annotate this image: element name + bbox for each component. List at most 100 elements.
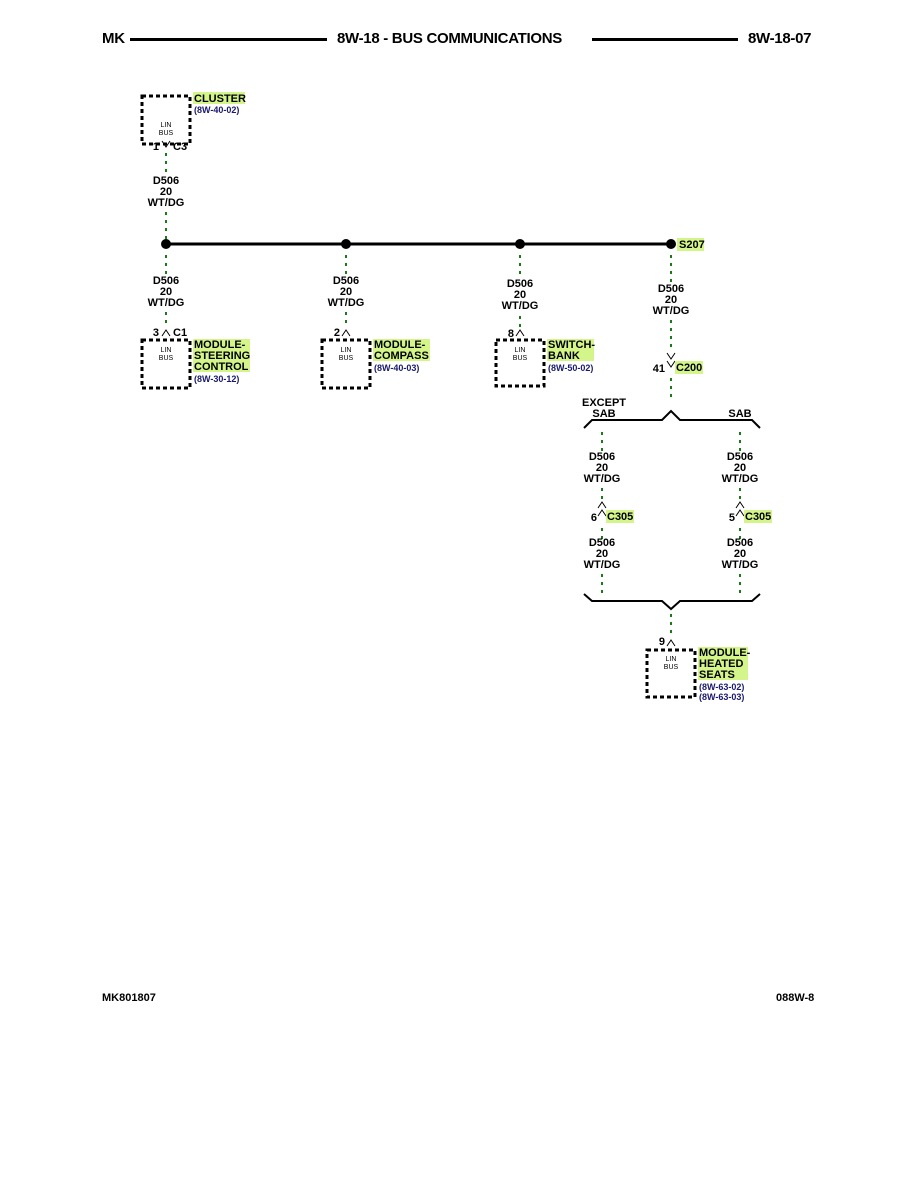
- wire-color: WT/DG: [148, 297, 185, 309]
- wire-dot: [601, 440, 603, 443]
- wire-label-right-lower: D506 20 WT/DG: [722, 537, 759, 571]
- steering-connector: C1: [173, 327, 187, 339]
- wire-dot: [670, 622, 672, 625]
- splice-highlight: [677, 238, 704, 251]
- compass-box: [320, 338, 372, 390]
- wire-color: WT/DG: [722, 559, 759, 571]
- wire-label-cluster: D506 20 WT/DG: [148, 175, 185, 209]
- wire-color: WT/DG: [722, 473, 759, 485]
- splice-label: S207: [679, 239, 705, 251]
- wire-circuit: D506: [507, 278, 533, 290]
- heated-name-2: HEATED: [699, 658, 743, 670]
- wire-circuit: D506: [153, 175, 179, 187]
- footer-left: MK801807: [102, 992, 156, 1004]
- wire-dot: [739, 574, 741, 577]
- wire-gauge: 20: [665, 294, 677, 306]
- steering-pin: 3: [153, 327, 159, 339]
- c305-left-highlight: [606, 510, 634, 523]
- wire-dot: [345, 320, 347, 323]
- heated-ref-2: (8W-63-03): [699, 692, 744, 702]
- wire-circuit: D506: [589, 451, 615, 463]
- compass-pin: 2: [334, 327, 340, 339]
- option-left-line1: EXCEPT: [582, 397, 626, 409]
- option-left-line2: SAB: [592, 408, 615, 420]
- wire-dot: [739, 432, 741, 435]
- wire-dot: [670, 614, 672, 617]
- wire-color: WT/DG: [502, 300, 539, 312]
- c305-right-name: C305: [745, 511, 771, 523]
- switchbank-lin: LIN: [515, 347, 526, 354]
- wire-dots: [165, 153, 741, 633]
- wire-color: WT/DG: [653, 305, 690, 317]
- wire-circuit: D506: [589, 537, 615, 549]
- wire-labels: D506 20 WT/DG D506 20 WT/DG D506 20 WT/D…: [148, 175, 759, 571]
- page-number: 8W-18-07: [748, 30, 812, 47]
- cluster-connector-symbol: [161, 140, 171, 148]
- wire-gauge: 20: [340, 286, 352, 298]
- option-bracket-bottom: [583, 593, 761, 611]
- wire-dot: [670, 630, 672, 633]
- wire-dot: [670, 279, 672, 282]
- header-rule-right: [592, 38, 738, 41]
- wire-dot: [519, 324, 521, 327]
- wire-dot: [670, 320, 672, 323]
- c305-left-pin: 6: [591, 512, 597, 524]
- wire-circuit: D506: [153, 275, 179, 287]
- steering-name-2: STEERING: [194, 350, 250, 362]
- heated-label: MODULE- HEATED SEATS (8W-63-02) (8W-63-0…: [698, 647, 751, 702]
- wire-dot: [345, 312, 347, 315]
- steering-connector-symbol: [161, 329, 171, 337]
- compass-name-1: MODULE-: [374, 339, 426, 351]
- wire-dot: [670, 336, 672, 339]
- steering-label: MODULE- STEERING CONTROL (8W-30-12): [193, 339, 250, 384]
- wire-label-switchbank: D506 20 WT/DG: [502, 278, 539, 312]
- heated-highlight: [698, 647, 748, 680]
- switchbank-name-1: SWITCH-: [548, 339, 595, 351]
- cluster-ref: (8W-40-02): [194, 105, 239, 115]
- compass-connector-symbol: [341, 329, 351, 337]
- heated-box: [645, 648, 697, 699]
- wire-dot: [519, 316, 521, 319]
- c200-highlight: [675, 361, 703, 374]
- wire-gauge: 20: [596, 462, 608, 474]
- wire-gauge: 20: [596, 548, 608, 560]
- wire-dot: [670, 386, 672, 389]
- wire-dot: [601, 448, 603, 451]
- cluster-highlight: [193, 92, 245, 104]
- wire-color: WT/DG: [584, 559, 621, 571]
- wire-dot: [165, 161, 167, 164]
- wire-dot: [165, 236, 167, 239]
- wire-label-steering: D506 20 WT/DG: [148, 275, 185, 309]
- switchbank-connector-symbol: [515, 329, 525, 337]
- footer-right: 088W-8: [776, 992, 815, 1004]
- wire-dot: [601, 432, 603, 435]
- cluster-bus: BUS: [159, 130, 174, 137]
- wire-circuit: D506: [658, 283, 684, 295]
- cluster-name: CLUSTER: [194, 93, 246, 105]
- header-left: MK: [102, 30, 125, 47]
- wire-color: WT/DG: [148, 197, 185, 209]
- wire-dot: [165, 320, 167, 323]
- header-rule-left: [130, 38, 327, 41]
- option-right-label: SAB: [728, 408, 751, 420]
- steering-highlight: [193, 339, 250, 372]
- wire-dot: [165, 212, 167, 215]
- cluster-pin: 1: [153, 141, 159, 153]
- steering-name-1: MODULE-: [194, 339, 246, 351]
- wire-dot: [670, 255, 672, 258]
- wire-dot: [165, 228, 167, 231]
- wire-dot: [739, 440, 741, 443]
- wire-dot: [519, 271, 521, 274]
- compass-highlight: [373, 339, 430, 361]
- c305-right-highlight: [744, 510, 772, 523]
- wire-dot: [601, 496, 603, 499]
- steering-bus: BUS: [159, 355, 174, 362]
- wire-dot: [670, 263, 672, 266]
- wire-label-left-upper: D506 20 WT/DG: [584, 451, 621, 485]
- wire-dot: [165, 312, 167, 315]
- wire-dot: [165, 153, 167, 156]
- heated-name-1: MODULE-: [699, 647, 751, 659]
- switchbank-label: SWITCH- BANK (8W-50-02): [547, 339, 595, 373]
- switchbank-name-2: BANK: [548, 350, 580, 362]
- wire-dot: [670, 271, 672, 274]
